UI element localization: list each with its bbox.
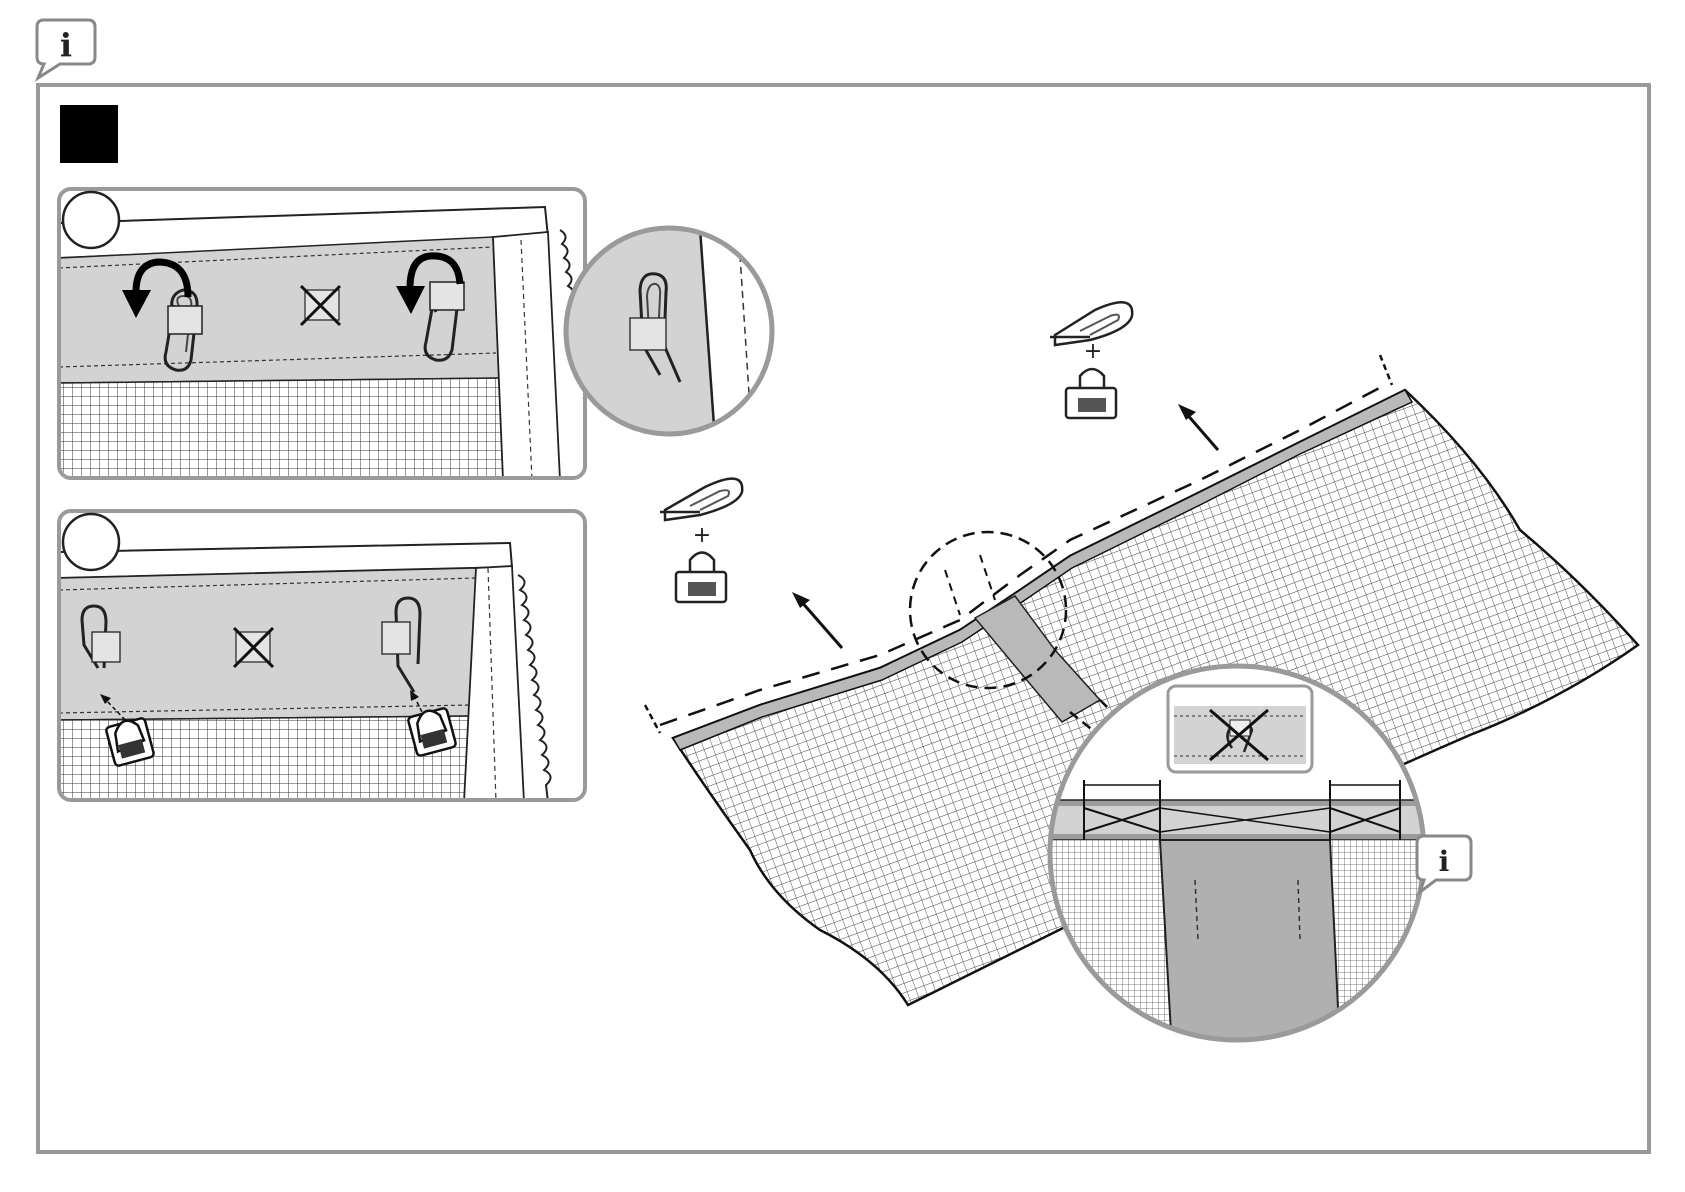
info-icon: i (60, 26, 72, 64)
info-icon-2: i (1439, 845, 1450, 878)
info-callout: i (37, 20, 95, 78)
pull-arrow-right-icon (1185, 412, 1218, 450)
incorrect-method-inset (1168, 686, 1312, 772)
pull-arrow-left-icon (800, 600, 842, 648)
glide-part-icon (676, 553, 726, 603)
step-marker (60, 105, 118, 163)
detail-panel-1 (59, 189, 598, 480)
cross-mark-icon (301, 286, 340, 325)
zoom-info-callout: i (1417, 836, 1471, 892)
glide-part-icon-2 (1066, 369, 1116, 418)
glide-clip-left-icon (106, 718, 155, 767)
zoom-detail-clip (560, 220, 780, 440)
zoom-detail-tape (1050, 666, 1430, 1050)
glide-clip-right-icon (408, 708, 457, 757)
parts-group-right: + (1050, 302, 1132, 418)
parts-group-left: + (660, 479, 742, 602)
detail-panel-2 (59, 511, 585, 802)
plus-symbol: + (693, 523, 711, 548)
panel-number-circle (63, 192, 119, 248)
cross-mark-icon-2 (234, 628, 273, 667)
panel-number-circle-2 (63, 514, 119, 570)
plus-symbol-2: + (1084, 339, 1102, 364)
